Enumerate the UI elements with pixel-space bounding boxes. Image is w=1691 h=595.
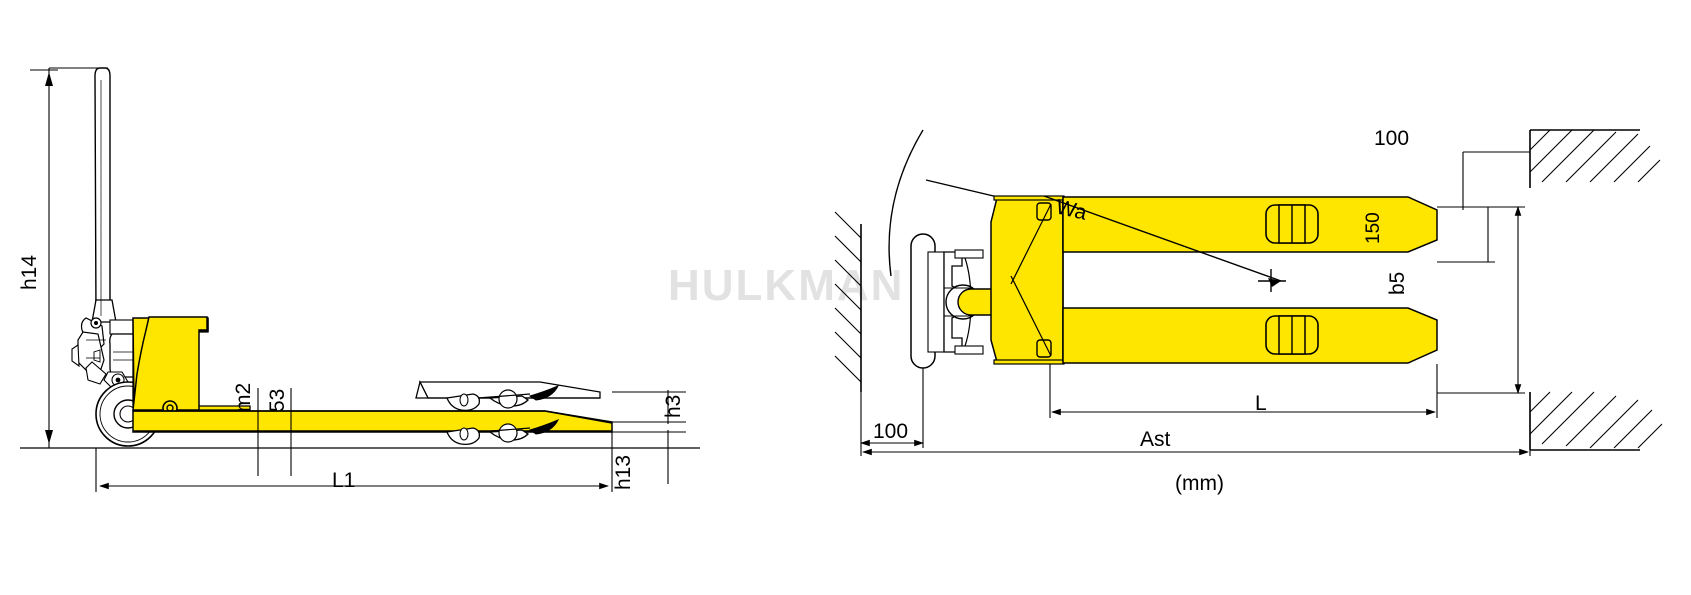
plan-view: Wa b5 150 100 100 [834,127,1663,495]
dimension-label-L1: L1 [332,469,355,492]
chassis-body [132,316,251,416]
dimension-label-L: L [1255,392,1267,415]
dimension-label-100-top: 100 [1374,127,1409,150]
watermark-text: HULKMAN [668,261,904,310]
dimension-h13: h13 [612,430,700,490]
chassis-plate-plan [990,195,1065,365]
dimension-label-b5: b5 [1386,272,1409,295]
dimension-label-h3: h3 [662,395,685,418]
wall-left [834,211,862,392]
side-elevation-view: h14 m2 53 h3 h13 [18,67,700,492]
pump-housing-plan [927,249,1047,355]
fork-arm-raised [415,380,601,412]
dimension-100-top: 100 [1374,127,1530,210]
dimension-label-h14: h14 [18,255,41,290]
dimension-label-m2: m2 [232,383,255,412]
unit-note: (mm) [1175,472,1224,495]
dimension-h14: h14 [18,67,108,448]
dimension-53: 53 [266,388,292,476]
dimension-label-Ast: Ast [1140,428,1171,451]
dimension-h3: h3 [612,390,686,424]
watermark: HULKMAN [668,261,904,310]
dimension-m2: m2 [232,383,259,476]
dimension-100-left: 100 [859,368,925,448]
tiller-handle [91,67,117,323]
dimension-150: 150 [1363,206,1495,263]
dimension-L1: L1 [95,432,613,492]
wall-right-lower [1529,391,1663,451]
dimension-label-100-left: 100 [873,420,908,443]
fork-lower-plan [1062,307,1438,364]
dimension-Ast: Ast [860,392,1531,456]
dimension-label-53: 53 [266,389,289,412]
fork-upper-plan [1062,196,1438,253]
dimension-label-h13: h13 [612,455,635,490]
dimension-L: L [1049,364,1438,418]
wall-right-upper [1529,129,1661,188]
load-roller-lowered [446,419,560,446]
hydraulic-pump-assembly [71,317,141,389]
dimension-label-150: 150 [1363,212,1384,244]
